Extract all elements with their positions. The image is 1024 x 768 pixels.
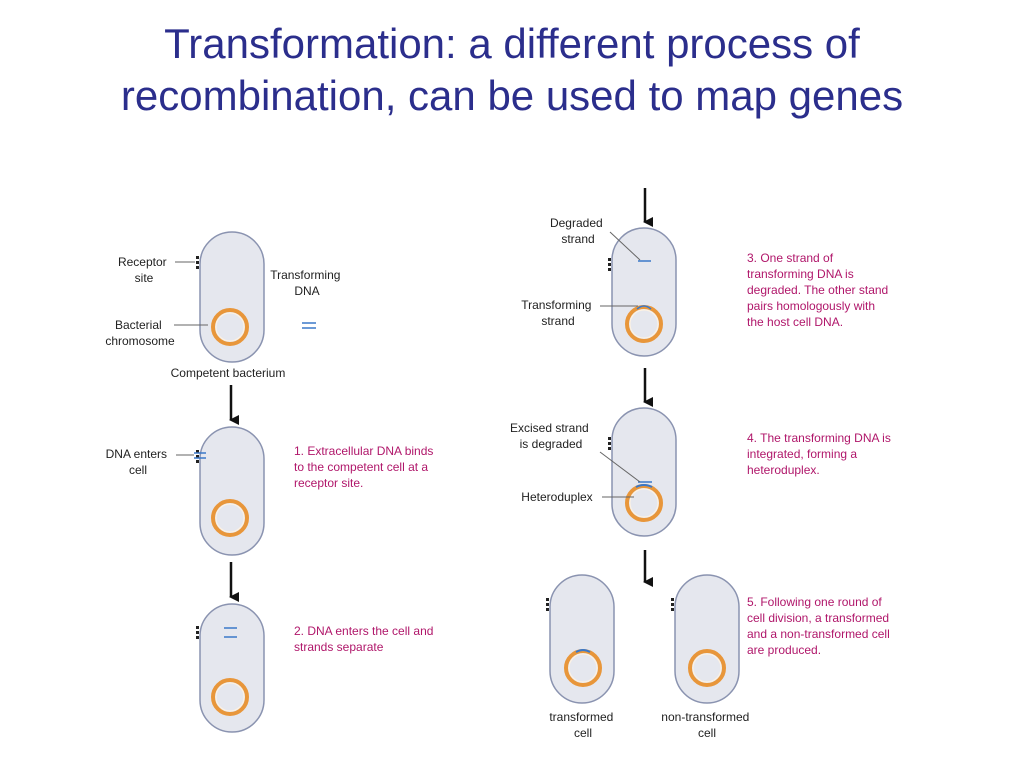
transformed-cell: [546, 574, 615, 704]
strands-separate-cell: [196, 603, 265, 733]
label-transforming-dna: Transforming DNA: [270, 268, 344, 298]
transforming-dna-fragment: [302, 322, 316, 329]
dna-entering-cell: [194, 426, 265, 556]
slide-title: Transformation: a different process of r…: [0, 18, 1024, 122]
label-transforming-strand: Transforming strand: [521, 298, 595, 328]
bacterial-chromosome-ring: [211, 308, 249, 346]
label-non-transformed-cell: non-transformed cell: [661, 710, 752, 740]
step-1-text: 1. Extracellular DNA binds to the compet…: [294, 444, 437, 490]
step-5-text: 5. Following one round of cell division,…: [747, 595, 893, 657]
label-bacterial-chromosome: Bacterial chromosome: [105, 318, 175, 348]
label-excised-strand: Excised strand is degraded: [510, 421, 592, 451]
label-receptor-site: Receptor site: [118, 255, 170, 285]
competent-bacterium-cell: [196, 231, 316, 363]
label-degraded-strand: Degraded strand: [550, 216, 606, 246]
label-heteroduplex: Heteroduplex: [521, 490, 592, 504]
label-competent-bacterium: Competent bacterium: [171, 366, 286, 380]
non-transformed-cell: [671, 574, 740, 704]
label-transformed-cell: transformed cell: [549, 710, 616, 740]
title-line-2: recombination, can be used to map genes: [120, 72, 904, 119]
step-4-text: 4. The transforming DNA is integrated, f…: [747, 431, 894, 477]
label-dna-enters-cell: DNA enters cell: [106, 447, 171, 477]
strand-degraded-cell: [608, 227, 677, 357]
receptor-site-marker: [196, 256, 199, 269]
step-3-text: 3. One strand of transforming DNA is deg…: [747, 251, 892, 329]
heteroduplex-cell: [608, 407, 677, 537]
title-line-1: Transformation: a different process of: [164, 20, 860, 67]
step-2-text: 2. DNA enters the cell and strands separ…: [294, 624, 437, 654]
